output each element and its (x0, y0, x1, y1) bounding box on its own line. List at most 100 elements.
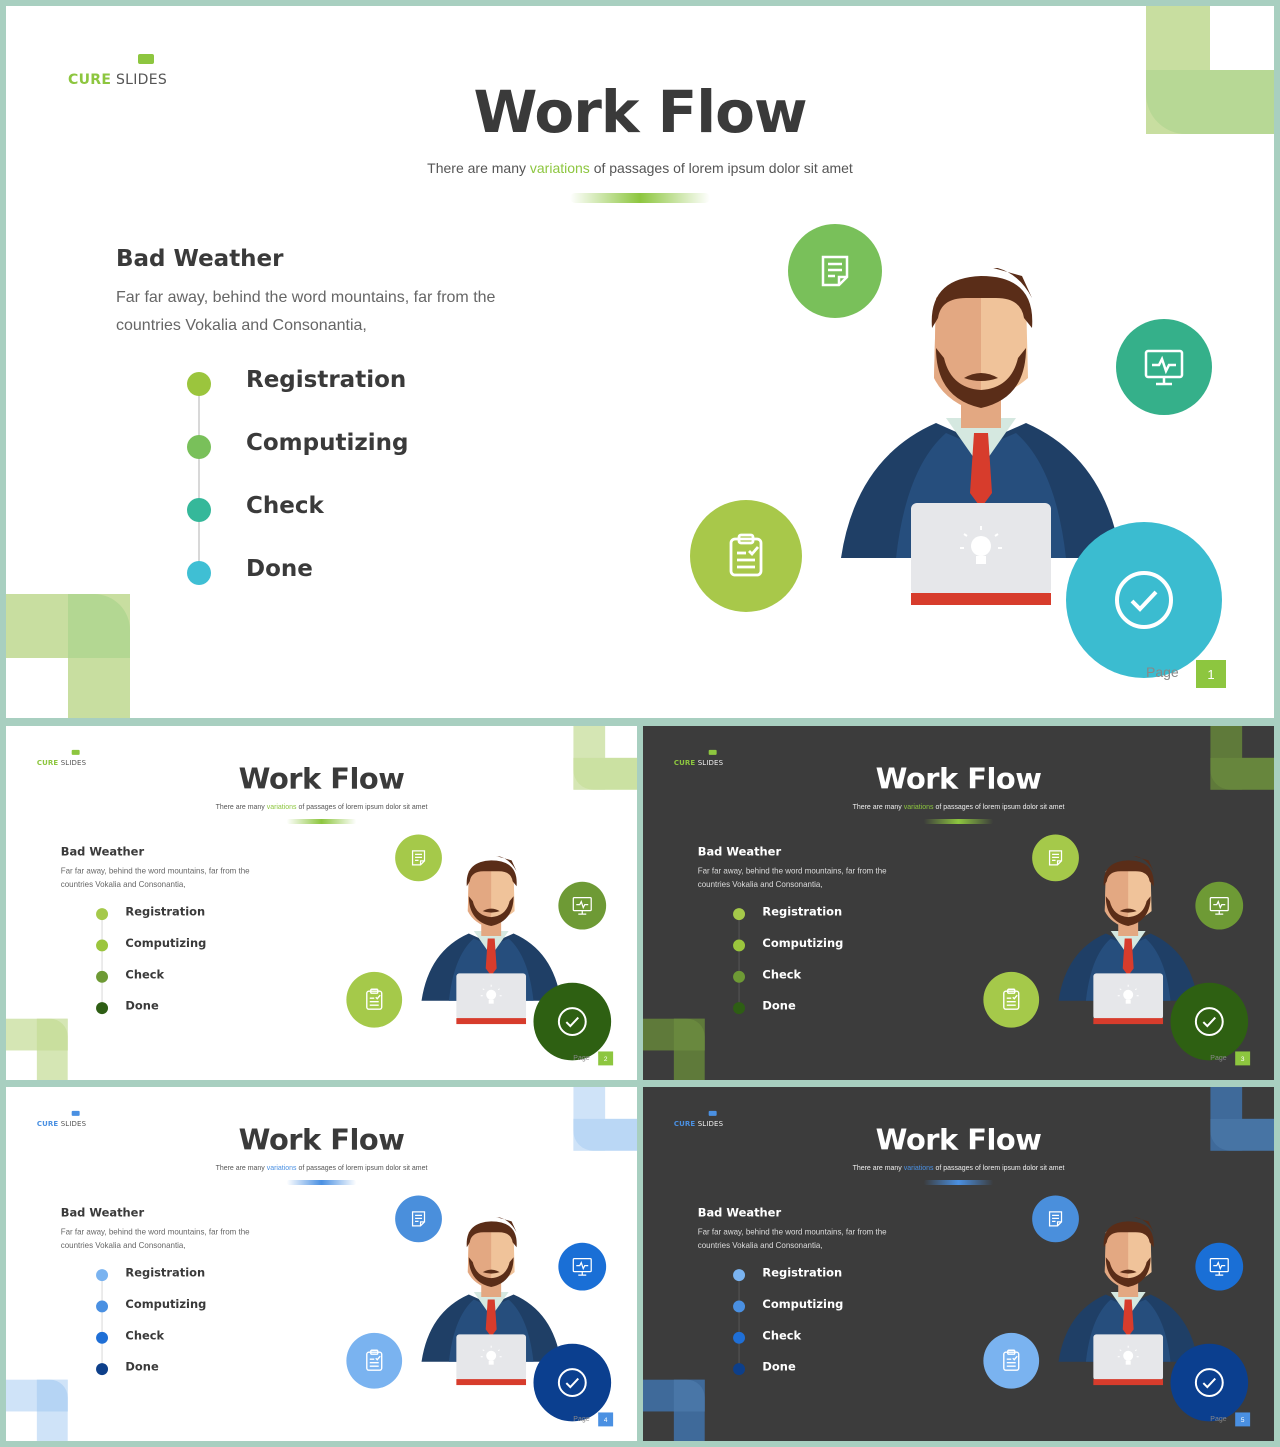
note-icon (1048, 1211, 1063, 1227)
timeline-dot-2 (187, 435, 211, 459)
timeline-item-computizing: Computizing (125, 936, 207, 950)
section-heading: Bad Weather (697, 845, 782, 859)
timeline-item-computizing: Computizing (762, 1297, 844, 1311)
section-heading: Bad Weather (697, 1206, 782, 1220)
timeline-dot-3 (96, 970, 109, 983)
timeline-dot-2 (96, 1300, 109, 1313)
slide-title: Work Flow (875, 761, 1042, 796)
clipboard-check-icon (366, 988, 383, 1010)
clipboard-check-icon (1003, 988, 1020, 1010)
timeline-item-computizing: Computizing (125, 1297, 207, 1311)
businessman-illustration (841, 268, 1121, 605)
logo-cure: CURE (673, 1119, 696, 1128)
monitor-pulse-icon (572, 897, 592, 915)
logo-slides: SLIDES (115, 72, 168, 88)
note-icon (411, 850, 426, 866)
logo-tag-icon (71, 1110, 80, 1116)
section-heading: Bad Weather (60, 845, 145, 859)
page-number: 5 (1235, 1412, 1251, 1427)
check-icon-circle (533, 982, 612, 1061)
page-label: Page (1146, 664, 1179, 680)
timeline-dot-4 (96, 1002, 109, 1015)
timeline-item-computizing: Computizing (246, 430, 409, 456)
timeline-line (101, 1275, 103, 1368)
title-underline (286, 1180, 357, 1186)
timeline-item-registration: Registration (762, 905, 843, 919)
logo-slides: SLIDES (60, 758, 87, 767)
check-icon-circle (1066, 522, 1222, 678)
timeline-dot-2 (733, 1300, 746, 1313)
slide-2: CURE SLIDES Work Flow There are many var… (6, 726, 637, 1080)
slide-3: CURE SLIDES Work Flow There are many var… (643, 726, 1274, 1080)
timeline-dot-2 (733, 939, 746, 952)
subtitle-highlight: variations (903, 802, 934, 811)
checkmark-icon (557, 1368, 587, 1398)
section-description: Far far away, behind the word mountains,… (60, 1227, 250, 1251)
check-icon-circle (1170, 982, 1249, 1061)
timeline-line (738, 914, 740, 1007)
logo-tag-icon (708, 749, 717, 755)
note-icon-circle (788, 224, 882, 318)
subtitle-highlight: variations (903, 1163, 934, 1172)
page-number: 4 (598, 1412, 614, 1427)
timeline-item-done: Done (125, 999, 159, 1013)
note-icon (821, 255, 849, 287)
subtitle-highlight: variations (266, 1163, 297, 1172)
timeline-dot-3 (733, 970, 746, 983)
title-underline (570, 193, 710, 203)
slide-1: CURE SLIDES Work Flow There are many var… (6, 6, 1274, 718)
monitor-pulse-icon (572, 1258, 592, 1276)
page-label: Page (573, 1053, 590, 1062)
timeline-item-check: Check (125, 1329, 165, 1343)
title-underline (923, 1180, 994, 1186)
monitor-icon-circle (1195, 1242, 1244, 1291)
page-label: Page (573, 1414, 590, 1423)
timeline-dot-1 (96, 908, 109, 921)
page-label: Page (1210, 1414, 1227, 1423)
slide-title: Work Flow (473, 78, 807, 146)
checkmark-icon (1194, 1368, 1224, 1398)
monitor-icon-circle (558, 1242, 607, 1291)
section-description: Far far away, behind the word mountains,… (60, 866, 250, 890)
timeline-item-registration: Registration (125, 905, 206, 919)
clipboard-check-icon (729, 533, 763, 577)
clipboard-icon-circle (983, 1332, 1040, 1389)
logo-cure: CURE (673, 758, 696, 767)
timeline-line (738, 1275, 740, 1368)
timeline-dot-1 (733, 908, 746, 921)
timeline-dot-1 (96, 1269, 109, 1282)
page-number: 3 (1235, 1051, 1251, 1066)
timeline-dot-1 (187, 372, 211, 396)
businessman-illustration (421, 1217, 561, 1386)
section-description: Far far away, behind the word mountains,… (697, 866, 887, 890)
monitor-pulse-icon (1209, 897, 1229, 915)
clipboard-check-icon (1003, 1349, 1020, 1371)
businessman-illustration (421, 856, 561, 1025)
timeline-item-computizing: Computizing (762, 936, 844, 950)
timeline-item-registration: Registration (762, 1266, 843, 1280)
clipboard-icon-circle (346, 1332, 403, 1389)
timeline-item-check: Check (246, 493, 324, 519)
logo-slides: SLIDES (60, 1119, 87, 1128)
section-description: Far far away, behind the word mountains,… (116, 289, 496, 334)
note-icon (411, 1211, 426, 1227)
timeline-item-check: Check (762, 968, 802, 982)
slide-subtitle: There are many variations of passages of… (427, 160, 853, 176)
monitor-icon-circle (1195, 881, 1244, 930)
timeline-line (101, 914, 103, 1007)
businessman-illustration (1058, 1217, 1198, 1386)
page-number: 2 (598, 1051, 614, 1066)
timeline-item-registration: Registration (246, 367, 407, 393)
slide-title: Work Flow (238, 761, 405, 796)
businessman-illustration (1058, 856, 1198, 1025)
slide-subtitle: There are many variations of passages of… (215, 1163, 428, 1172)
monitor-icon-circle (1116, 319, 1212, 415)
logo-tag-icon (138, 54, 154, 64)
timeline-item-done: Done (762, 1360, 796, 1374)
slide-subtitle: There are many variations of passages of… (852, 1163, 1065, 1172)
note-icon-circle (1032, 1195, 1079, 1243)
timeline-item-registration: Registration (125, 1266, 206, 1280)
check-icon-circle (1170, 1343, 1249, 1422)
section-heading: Bad Weather (116, 246, 284, 272)
title-underline (286, 819, 357, 825)
